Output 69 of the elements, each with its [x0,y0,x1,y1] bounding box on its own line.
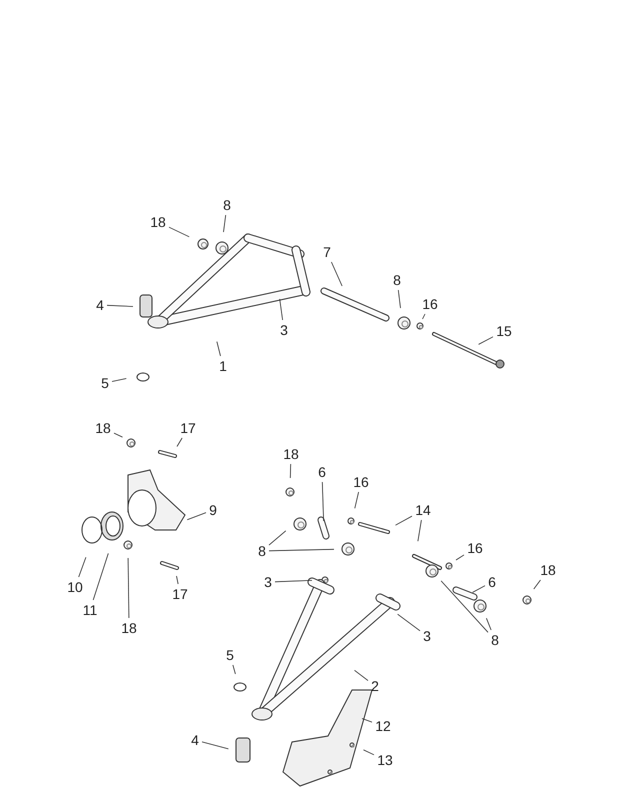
callout-number: 3 [423,628,431,644]
callout-number: 8 [491,632,499,648]
leader-line [440,580,488,633]
leader-line [279,298,283,320]
leader-line [114,432,123,438]
callout-number: 4 [191,732,199,748]
callout-number: 10 [67,579,83,595]
callout-number: 16 [467,540,483,556]
callout-number: 8 [223,197,231,213]
leader-line [176,576,178,584]
callout-number: 13 [377,752,393,768]
leader-line [354,492,359,509]
leader-line [331,262,342,286]
leader-line [78,556,86,578]
leader-line [397,614,420,632]
callout-number: 1 [219,358,227,374]
leader-line [112,378,127,382]
callout-number: 18 [121,620,137,636]
leader-line [486,618,492,630]
callout-number: 15 [496,323,512,339]
leader-line [322,482,324,522]
leader-line [456,554,464,560]
callout-number: 16 [353,474,369,490]
leader-line [176,438,182,447]
callout-number: 8 [258,543,266,559]
callout-number: 6 [488,574,496,590]
leader-line [290,464,292,478]
leader-line [268,548,334,552]
callout-number: 12 [375,718,391,734]
leader-line [354,670,368,681]
callout-number: 18 [540,562,556,578]
leader-line [478,336,494,345]
callout-number: 8 [393,272,401,288]
callout-number: 4 [96,297,104,313]
leader-line [168,226,190,238]
leader-line [232,664,236,674]
leader-line [202,742,229,750]
leader-line [186,512,206,520]
callout-number: 16 [422,296,438,312]
leader-line [92,553,109,600]
leader-line [533,580,541,590]
leader-line [418,520,422,542]
leader-line [395,516,412,526]
callout-number: 18 [150,214,166,230]
callout-number: 14 [415,502,431,518]
callout-number: 3 [264,574,272,590]
callout-number: 11 [82,602,98,618]
callout-number: 18 [95,420,111,436]
leader-line [128,558,130,618]
leader-line [422,314,426,320]
callout-number: 7 [323,244,331,260]
leader-line [223,214,226,232]
leader-line [216,341,221,356]
leader-line [398,290,401,308]
leader-line [472,585,486,593]
callout-number: 2 [371,678,379,694]
callout-number: 9 [209,502,217,518]
leader-line [362,718,372,722]
callout-number: 17 [172,586,188,602]
callout-number: 5 [226,647,234,663]
leader-line [363,750,374,756]
callout-number: 6 [318,464,326,480]
callout-number: 5 [101,375,109,391]
callout-number: 3 [280,322,288,338]
callout-number: 18 [283,446,299,462]
leader-line [106,304,134,307]
leader-line [274,580,312,582]
callout-number: 17 [180,420,196,436]
leader-line [268,530,286,546]
